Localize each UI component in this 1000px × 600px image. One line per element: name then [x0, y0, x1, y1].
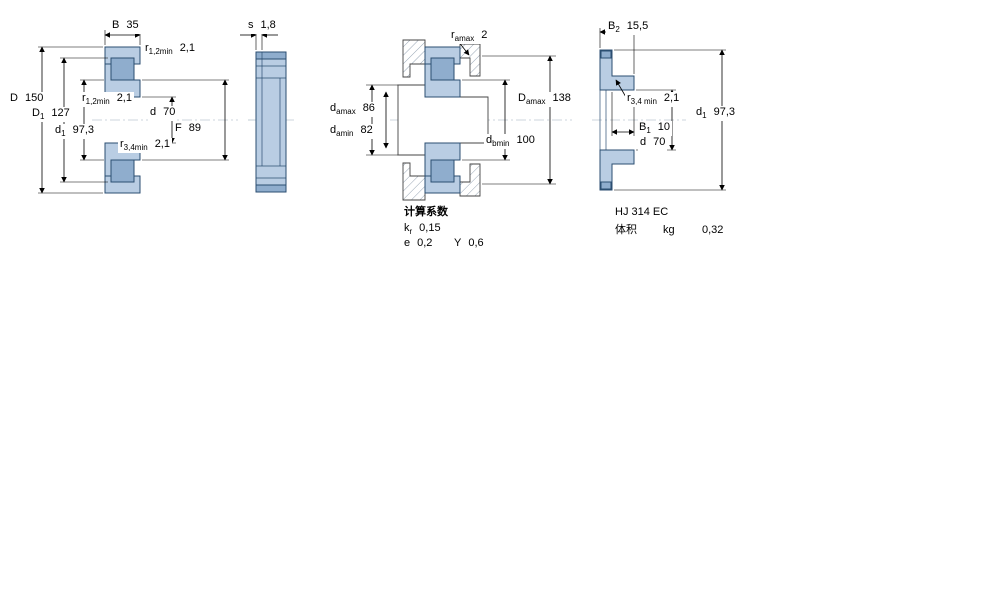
volume-unit: kg: [661, 224, 677, 237]
calculation-factors-title: 计算系数: [402, 206, 450, 219]
angle-ring-designation: HJ 314 EC: [613, 206, 671, 219]
volume-label: 体积: [613, 224, 639, 237]
volume-value: 0,32: [700, 224, 726, 237]
figure-side-view: [240, 31, 294, 193]
figure-mounting-dimensions: [366, 39, 572, 201]
